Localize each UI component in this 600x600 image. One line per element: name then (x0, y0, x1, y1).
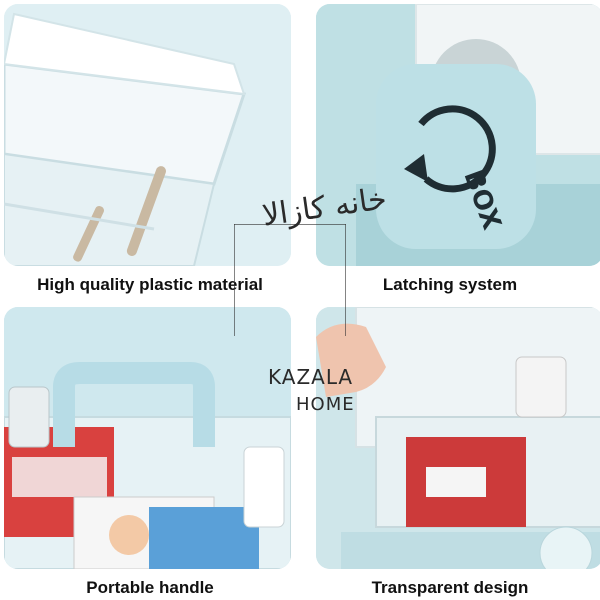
handle-illustration (4, 307, 291, 569)
caption-latching-system: Latching system (382, 275, 518, 294)
watermark-frame (234, 224, 346, 336)
latching-system-photo: BOX (316, 4, 600, 266)
watermark-brand-line1: KAZALA (268, 365, 354, 389)
watermark-brand-line2: HOME (296, 394, 355, 415)
tray-illustration (4, 4, 291, 266)
transparent-design-photo (316, 307, 600, 569)
caption-plastic-material: High quality plastic material (37, 275, 263, 294)
caption-transparent-design: Transparent design (371, 578, 529, 597)
plastic-material-photo (4, 4, 291, 266)
transparent-box-illustration (316, 307, 600, 569)
caption-portable-handle: Portable handle (86, 578, 214, 597)
latch-illustration: BOX (316, 4, 600, 266)
portable-handle-photo (4, 307, 291, 569)
